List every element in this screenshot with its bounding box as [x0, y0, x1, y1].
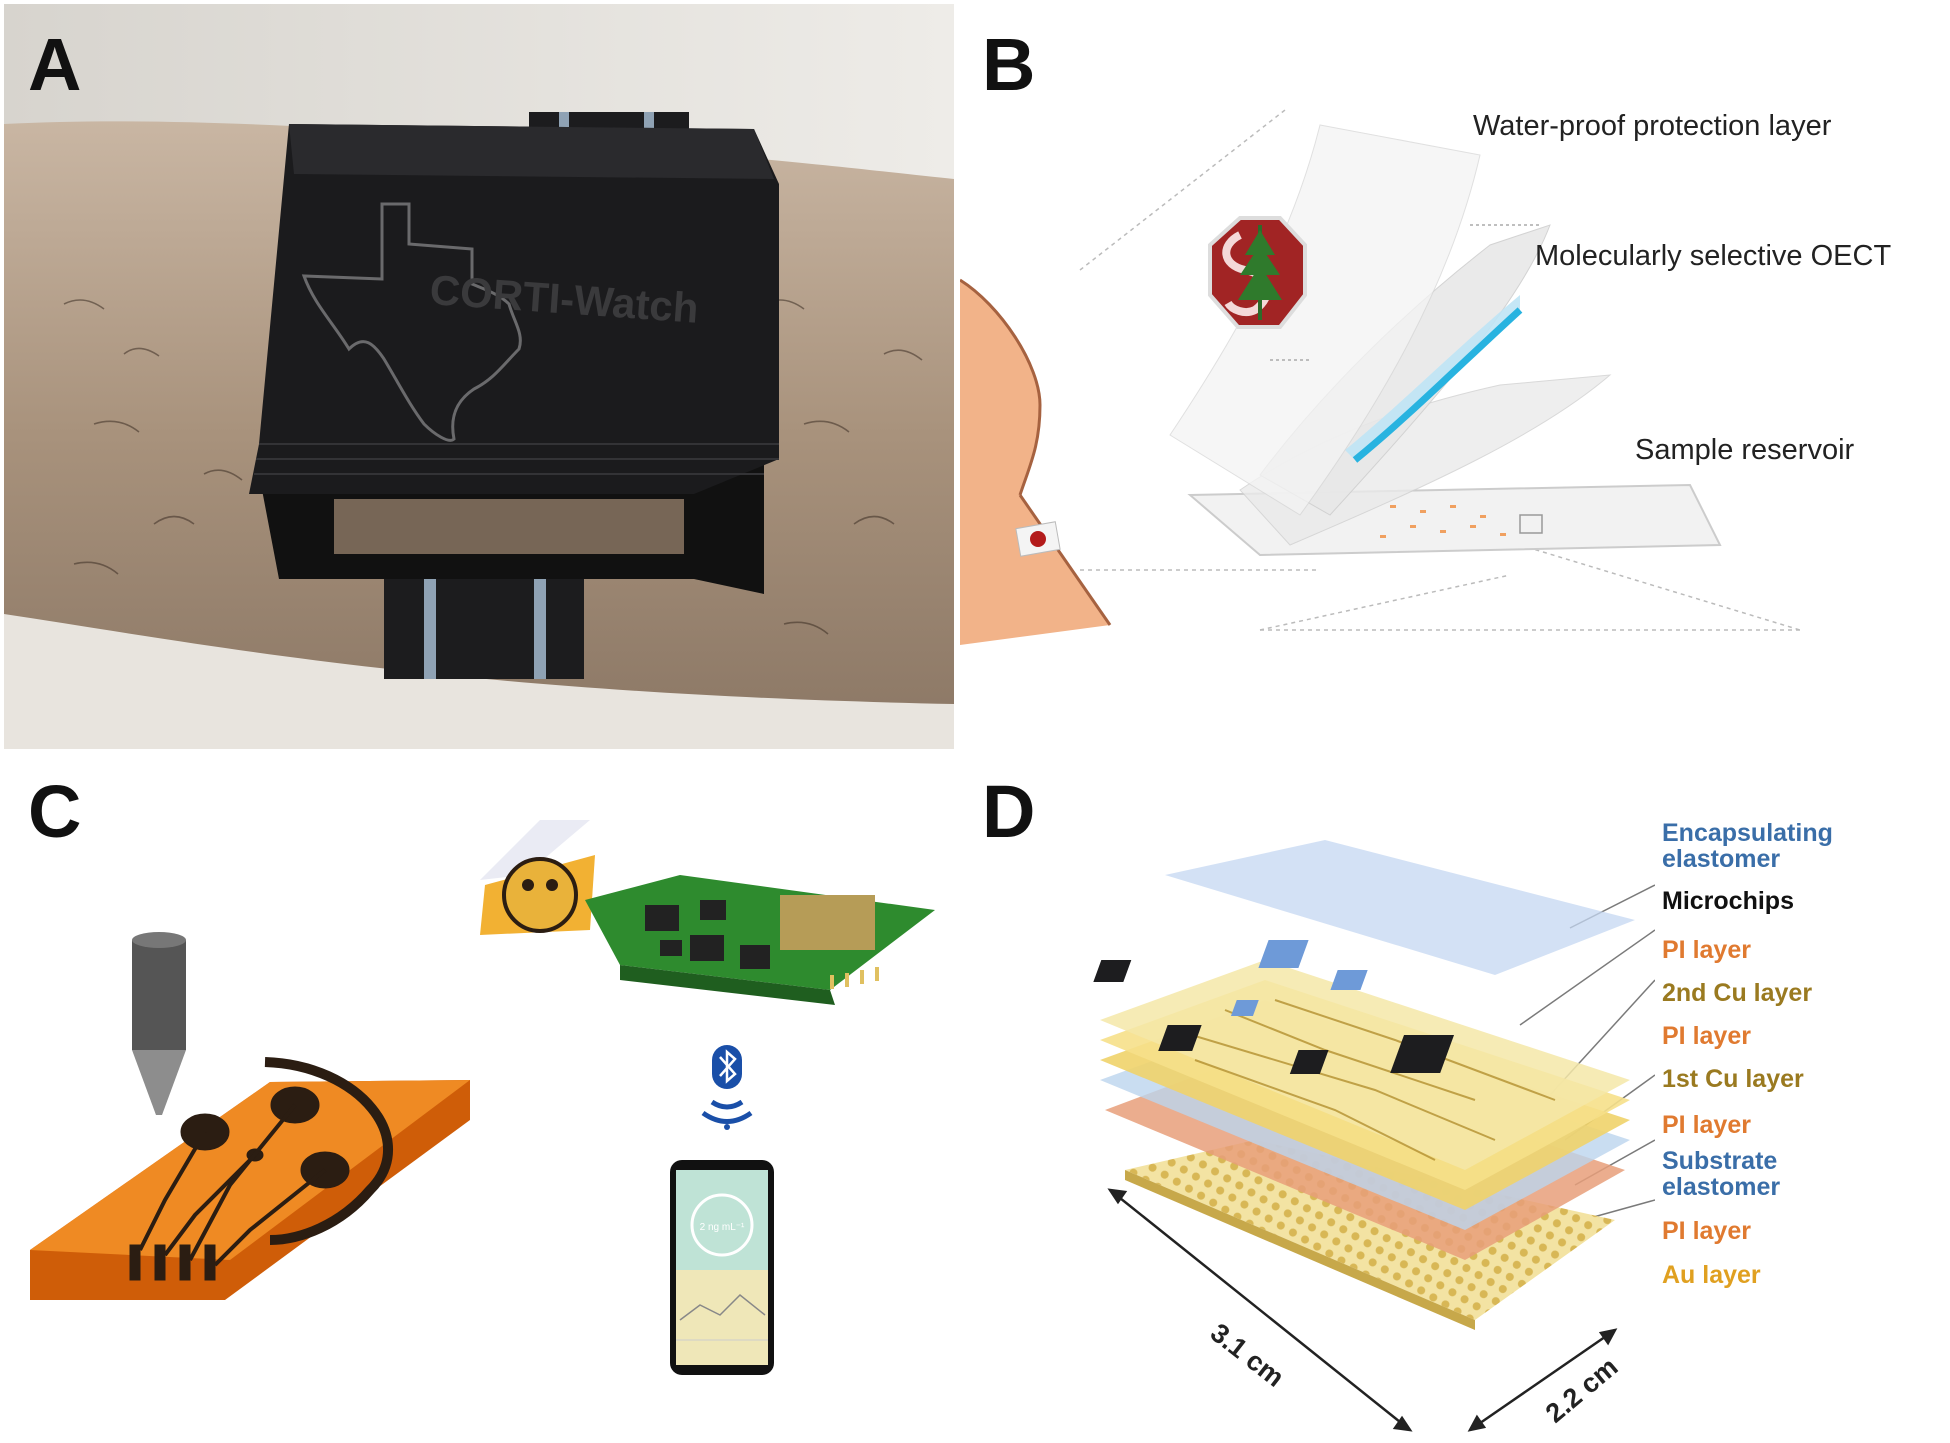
layer-label-au: Au layer — [1662, 1261, 1761, 1289]
panel-c-letter: C — [28, 770, 82, 853]
layer-label-pi-3: PI layer — [1662, 1111, 1751, 1139]
electrode-pattern — [129, 1057, 393, 1281]
panel-d-letter: D — [982, 770, 1036, 853]
layer-label-microchips: Microchips — [1662, 887, 1794, 915]
callout-oect: Molecularly selective OECT — [1535, 240, 1892, 272]
phone-reading: 2 ng mL⁻¹ — [700, 1222, 745, 1233]
stanford-logo — [1208, 216, 1307, 329]
wireless-circuit-board — [480, 820, 935, 1005]
smartphone: 2 ng mL⁻¹ — [670, 1160, 774, 1375]
bluetooth-icon — [712, 1045, 742, 1089]
panel-a: CORTI-Watch — [4, 4, 954, 749]
layer-label-encapsulating-elastomer: Encapsulating elastomer — [1662, 819, 1833, 874]
panel-a-photo: CORTI-Watch — [4, 4, 954, 749]
panel-c: 2 ng mL⁻¹ — [0, 760, 975, 1443]
panel-b-diagram — [960, 109, 1801, 645]
printer-nozzle — [132, 932, 186, 1115]
wireless-signal-icon — [701, 1099, 753, 1130]
panel-d-dimension-arrows — [1107, 1188, 1618, 1432]
panel-d-layer-stack — [1093, 840, 1655, 1330]
panel-a-letter: A — [28, 23, 82, 106]
layer-label-substrate-elastomer: Substrate elastomer — [1662, 1147, 1781, 1202]
layer-label-pi-2: PI layer — [1662, 1022, 1751, 1050]
callout-reservoir: Sample reservoir — [1635, 434, 1855, 466]
panel-d — [1075, 840, 1655, 1440]
panel-c-diagram: 2 ng mL⁻¹ — [30, 820, 935, 1375]
layer-label-pi-1: PI layer — [1662, 936, 1751, 964]
layer-label-cu-2: 2nd Cu layer — [1662, 979, 1813, 1007]
layer-label-cu-1: 1st Cu layer — [1662, 1065, 1804, 1093]
callout-waterproof: Water-proof protection layer — [1473, 110, 1832, 142]
panel-b-letter: B — [982, 23, 1036, 106]
layer-label-pi-4: PI layer — [1662, 1217, 1751, 1245]
panel-b — [960, 105, 1950, 645]
